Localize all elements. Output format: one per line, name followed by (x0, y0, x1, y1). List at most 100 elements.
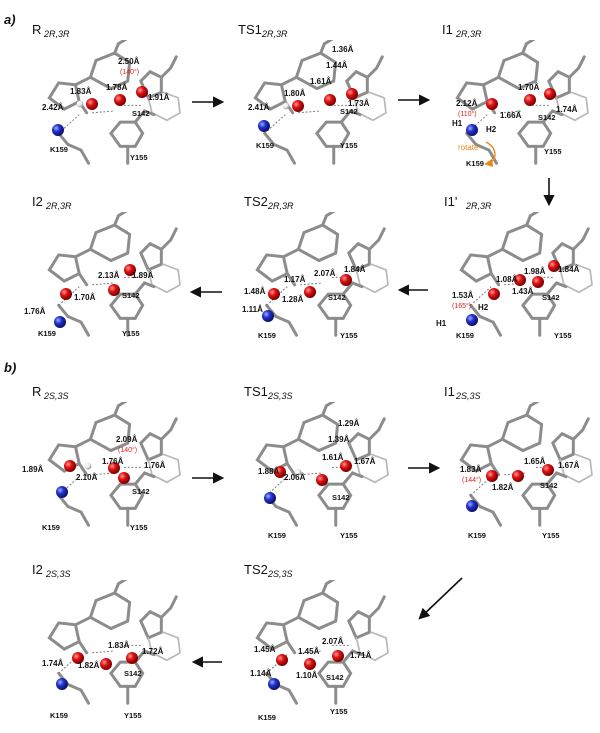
oxygen-atom (64, 460, 76, 472)
oxygen-atom (512, 470, 524, 482)
distance-label: 1.45Å (298, 647, 320, 656)
structure-I1prime-2R3R: I1' 2R,3R 1.08Å 1.98Å 1.84Å 1.43Å 1.53Å … (436, 194, 594, 340)
structure-subscript: 2R,3R (267, 201, 294, 211)
angle-label: (110°) (458, 110, 477, 118)
distance-label: 1.67Å (558, 461, 580, 470)
residue-label: K159 (42, 523, 60, 532)
residue-label: S142 (122, 291, 140, 300)
structure-I2-2S3S: I2 2S,3S 1.83Å 1.72Å 1.74Å 1.82Å S142 K1… (32, 562, 182, 720)
oxygen-atom (340, 460, 352, 472)
residue-label: K159 (258, 713, 276, 722)
structure-R-2R3R: R 2R,3R 2.50Å (140°) 1.83Å 1.78Å 1.91Å 2… (32, 22, 182, 165)
structure-title: I1 (442, 22, 453, 37)
panel-label-a: a) (4, 12, 16, 27)
structure-subscript: 2S,3S (455, 391, 481, 401)
distance-label: 1.39Å (328, 435, 350, 444)
distance-label: 1.70Å (74, 293, 96, 302)
distance-label: 1.61Å (310, 77, 332, 86)
oxygen-atom (136, 86, 148, 98)
nitrogen-atom (56, 486, 68, 498)
angle-label: (140°) (120, 68, 139, 76)
residue-label: K159 (258, 331, 276, 340)
oxygen-atom (118, 472, 130, 484)
structure-TS1-2R3R: TS1 2R,3R 1.36Å 1.44Å 1.61Å 1.80Å 1.73Å … (238, 22, 388, 165)
residue-label: Y155 (340, 331, 358, 340)
distance-label: 1.76Å (144, 461, 166, 470)
distance-label: 1.84Å (558, 265, 580, 274)
structure-title: TS1 (238, 22, 262, 37)
residue-label: Y155 (340, 141, 358, 150)
oxygen-atom (332, 650, 344, 662)
distance-label: 1.44Å (326, 61, 348, 70)
structure-title: TS2 (244, 562, 268, 577)
distance-label: 2.06Å (284, 473, 306, 482)
distance-label: 1.45Å (254, 645, 276, 654)
distance-label: 1.71Å (350, 651, 372, 660)
distance-label: 1.72Å (142, 647, 164, 656)
distance-label: 1.36Å (332, 45, 354, 54)
distance-label: 2.07Å (314, 269, 336, 278)
distance-label: 2.50Å (118, 57, 140, 66)
structure-subscript: 2R,3R (45, 201, 72, 211)
oxygen-atom (304, 286, 316, 298)
structure-subscript: 2R,3R (261, 29, 288, 39)
residue-label: S142 (340, 107, 358, 116)
residue-label: S142 (132, 109, 150, 118)
structure-TS1-2S3S: TS1 2S,3S 1.29Å 1.39Å 1.61Å 1.67Å 1.88Å … (244, 384, 390, 540)
structure-I1-2S3S: I1 2S,3S 1.83Å (144°) 1.65Å 1.67Å 1.82Å … (444, 384, 594, 540)
distance-label: 2.41Å (248, 103, 270, 112)
structure-title: R (32, 384, 41, 399)
residue-label: S142 (332, 493, 350, 502)
oxygen-atom (316, 474, 328, 486)
residue-label: K159 (50, 145, 68, 154)
distance-label: 1.65Å (524, 457, 546, 466)
residue-label: Y155 (340, 531, 358, 540)
hydrogen-atom (294, 468, 302, 476)
residue-label: K159 (50, 711, 68, 720)
oxygen-atom (532, 276, 544, 288)
hydrogen-atom (84, 462, 92, 470)
oxygen-atom (346, 88, 358, 100)
distance-label: 1.53Å (452, 291, 474, 300)
distance-label: 1.61Å (322, 453, 344, 462)
oxygen-atom (324, 94, 336, 106)
residue-label: S142 (326, 673, 344, 682)
residue-label: S142 (124, 669, 142, 678)
distance-label: 2.09Å (116, 435, 138, 444)
residue-label: Y155 (130, 523, 148, 532)
distance-label: 1.76Å (24, 307, 46, 316)
oxygen-atom (340, 274, 352, 286)
distance-label: 1.48Å (244, 287, 266, 296)
residue-label: K159 (38, 329, 56, 338)
structure-I2-2R3R: I2 2R,3R 2.13Å 1.89Å 1.70Å 1.76Å S142 K1… (24, 194, 182, 338)
structure-subscript: 2R,3R (43, 29, 70, 39)
residue-label: S142 (542, 293, 560, 302)
nitrogen-atom (466, 500, 478, 512)
oxygen-atom (100, 658, 112, 670)
distance-label: 1.98Å (524, 267, 546, 276)
residue-label: K159 (466, 159, 484, 168)
distance-label: 1.10Å (296, 671, 318, 680)
structure-subscript: 2S,3S (267, 391, 293, 401)
residue-label: Y155 (544, 147, 562, 156)
nitrogen-atom (56, 678, 68, 690)
residue-label: Y155 (130, 153, 148, 162)
oxygen-atom (274, 466, 286, 478)
oxygen-atom (72, 652, 84, 664)
distance-label: 1.67Å (354, 457, 376, 466)
nitrogen-atom (466, 124, 478, 136)
structure-title: I2 (32, 562, 43, 577)
residue-label: Y155 (330, 707, 348, 716)
panel-label-b: b) (4, 360, 16, 375)
distance-label: 1.08Å (496, 275, 518, 284)
oxygen-atom (276, 654, 288, 666)
residue-label: K159 (256, 141, 274, 150)
oxygen-atom (544, 88, 556, 100)
oxygen-atom (304, 658, 316, 670)
structure-subscript: 2S,3S (267, 569, 293, 579)
distance-label: 1.88Å (258, 467, 280, 476)
distance-label: 2.13Å (98, 271, 120, 280)
distance-label: 1.73Å (348, 99, 370, 108)
structure-subscript: 2S,3S (45, 569, 71, 579)
